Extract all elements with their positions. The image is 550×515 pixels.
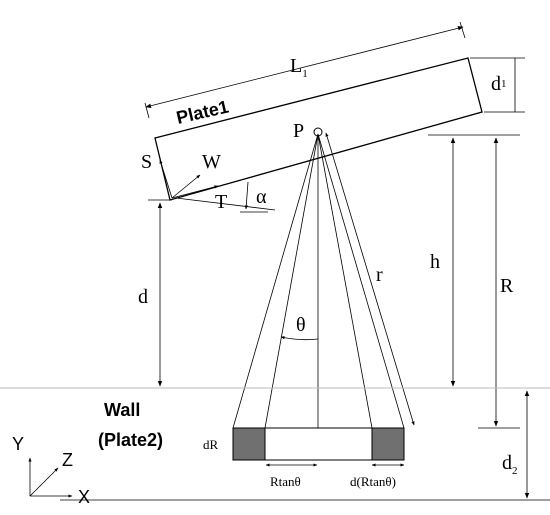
h-label: h xyxy=(430,251,440,273)
ray-outer-left xyxy=(232,133,319,429)
wall-label: Wall xyxy=(104,400,140,420)
d2-label: d2 xyxy=(502,452,518,477)
drtan-label: d(Rtanθ) xyxy=(350,474,396,489)
r-label: r xyxy=(376,264,383,286)
w-axis-arrow xyxy=(171,174,201,199)
alpha-reference-line xyxy=(175,197,276,211)
point-p-label: P xyxy=(293,120,304,142)
z-axis-label: Z xyxy=(62,450,73,470)
ray-inner-right xyxy=(317,133,373,429)
d1-label: d1 xyxy=(491,73,507,95)
ray-inner-left xyxy=(264,133,319,429)
big-r-label: R xyxy=(500,275,514,297)
dr-label: dR xyxy=(203,437,219,452)
r-dimension-line xyxy=(325,132,415,426)
t-axis-arrow xyxy=(171,185,219,199)
s-axis-arrow xyxy=(159,159,173,199)
theta-arc xyxy=(280,336,319,341)
l1-tick-left xyxy=(144,102,150,119)
w-label: W xyxy=(202,151,221,173)
z-axis-arrow xyxy=(29,467,59,497)
plate1-label: Plate1 xyxy=(174,96,230,127)
alpha-label: α xyxy=(256,186,267,208)
y-axis-label: Y xyxy=(12,434,24,454)
x-axis-label: X xyxy=(78,487,90,507)
d-label: d xyxy=(138,286,148,308)
strip-right-shaded xyxy=(371,427,405,461)
l1-dimension-line xyxy=(145,26,464,108)
plate2-label: (Plate2) xyxy=(98,430,163,450)
s-label: S xyxy=(141,151,152,173)
theta-label: θ xyxy=(296,314,306,336)
rtan-label: Rtanθ xyxy=(270,474,301,489)
strip-left-shaded xyxy=(232,427,266,461)
alpha-arc xyxy=(244,181,249,210)
l1-label: L1 xyxy=(290,55,308,80)
ray-outer-right xyxy=(317,133,405,429)
l1-tick-right xyxy=(459,21,466,39)
t-label: T xyxy=(215,191,227,213)
